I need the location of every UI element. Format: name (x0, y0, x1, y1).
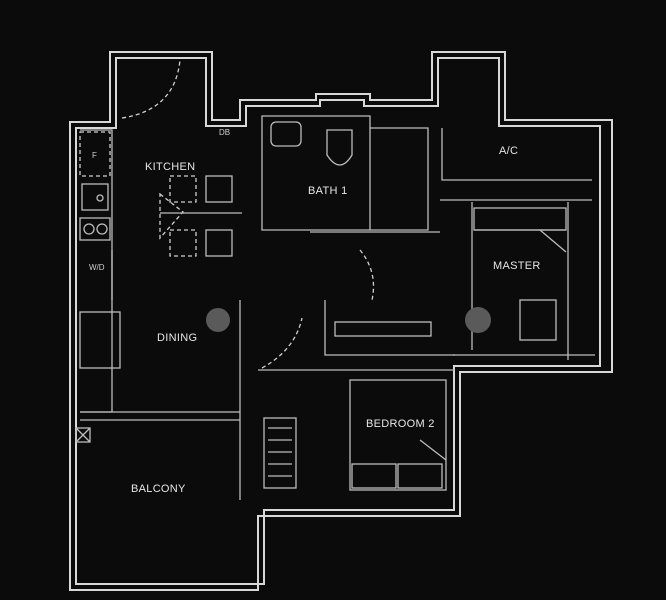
room-label-master: MASTER (493, 260, 541, 272)
labels: KITCHEN BATH 1 A/C MASTER DINING BEDROOM… (89, 128, 541, 495)
room-label-kitchen: KITCHEN (145, 161, 195, 173)
room-label-ac: A/C (499, 145, 518, 157)
kitchen-table (159, 192, 184, 240)
shelf (263, 417, 297, 489)
room-label-bedroom-2: BEDROOM 2 (366, 418, 435, 430)
toilet (326, 129, 353, 166)
bed-2 (349, 379, 447, 491)
sideboard (79, 311, 121, 369)
decor-pot (465, 307, 491, 333)
furniture (75, 121, 567, 491)
fridge-outline (79, 131, 111, 177)
room-label-bath-1: BATH 1 (308, 185, 348, 197)
walls (69, 51, 613, 591)
master-desk (519, 299, 557, 341)
master-pillows (473, 207, 567, 231)
doors (121, 59, 375, 369)
tv-console (334, 321, 432, 337)
decor-pot (206, 308, 230, 332)
room-label-dining: DINING (157, 332, 197, 344)
fridge-label: F (92, 151, 97, 160)
floor-trap (75, 427, 91, 443)
db-label: DB (219, 128, 230, 137)
basin (270, 121, 302, 147)
room-label-balcony: BALCONY (131, 483, 186, 495)
sink (81, 183, 109, 211)
hob (79, 217, 111, 241)
washer-dryer-label: W/D (89, 263, 105, 272)
